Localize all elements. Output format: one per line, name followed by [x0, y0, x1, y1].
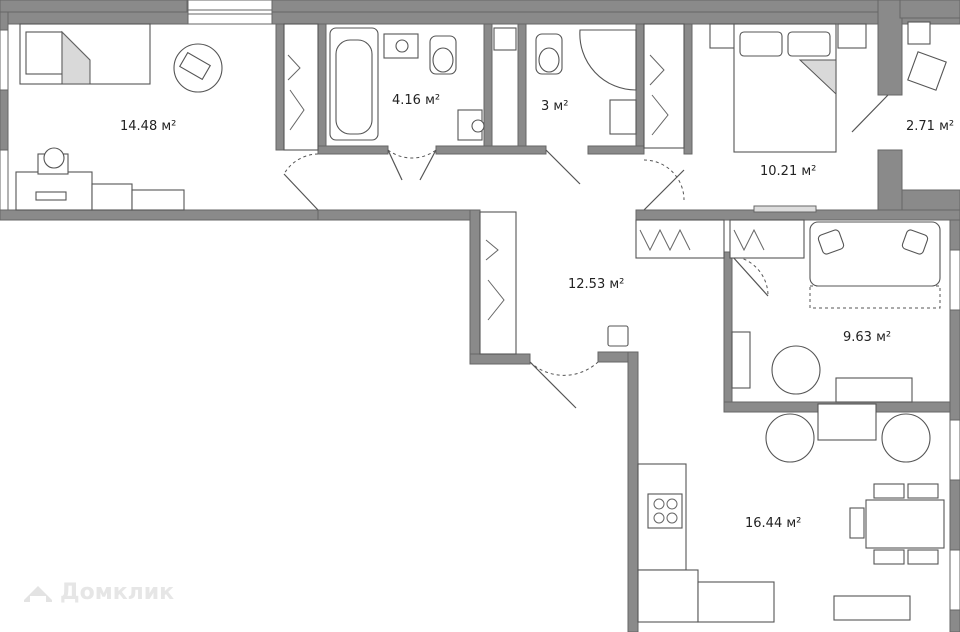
area-label-balcony: 2.71 м²	[906, 119, 954, 134]
area-label-bedroom-2: 10.21 м²	[760, 164, 816, 179]
windows	[0, 0, 960, 611]
area-label-room-3: 9.63 м²	[843, 330, 891, 345]
toilet-furniture	[493, 27, 637, 135]
area-label-hallway: 12.53 м²	[568, 277, 624, 292]
wardrobe-1	[283, 23, 319, 151]
kitchen-furniture	[637, 403, 945, 623]
area-label-kitchen-living: 16.44 м²	[745, 516, 801, 531]
watermark-text: Домклик	[60, 580, 174, 605]
room-3-furniture	[731, 221, 941, 403]
watermark: Домклик	[24, 580, 174, 605]
area-label-toilet: 3 м²	[541, 99, 568, 114]
hallway-furniture	[479, 211, 805, 355]
balcony-furniture	[907, 21, 947, 91]
bedroom-2-furniture	[709, 23, 867, 213]
bedroom-1-furniture	[15, 23, 223, 211]
bathroom-furniture	[329, 27, 485, 141]
area-label-bedroom-1: 14.48 м²	[120, 119, 176, 134]
area-label-bathroom: 4.16 м²	[392, 93, 440, 108]
wardrobe-2	[643, 23, 685, 149]
home-logo-icon	[24, 586, 52, 602]
area-labels: 14.48 м² 4.16 м² 3 м² 10.21 м² 2.71 м² 1…	[120, 93, 954, 531]
